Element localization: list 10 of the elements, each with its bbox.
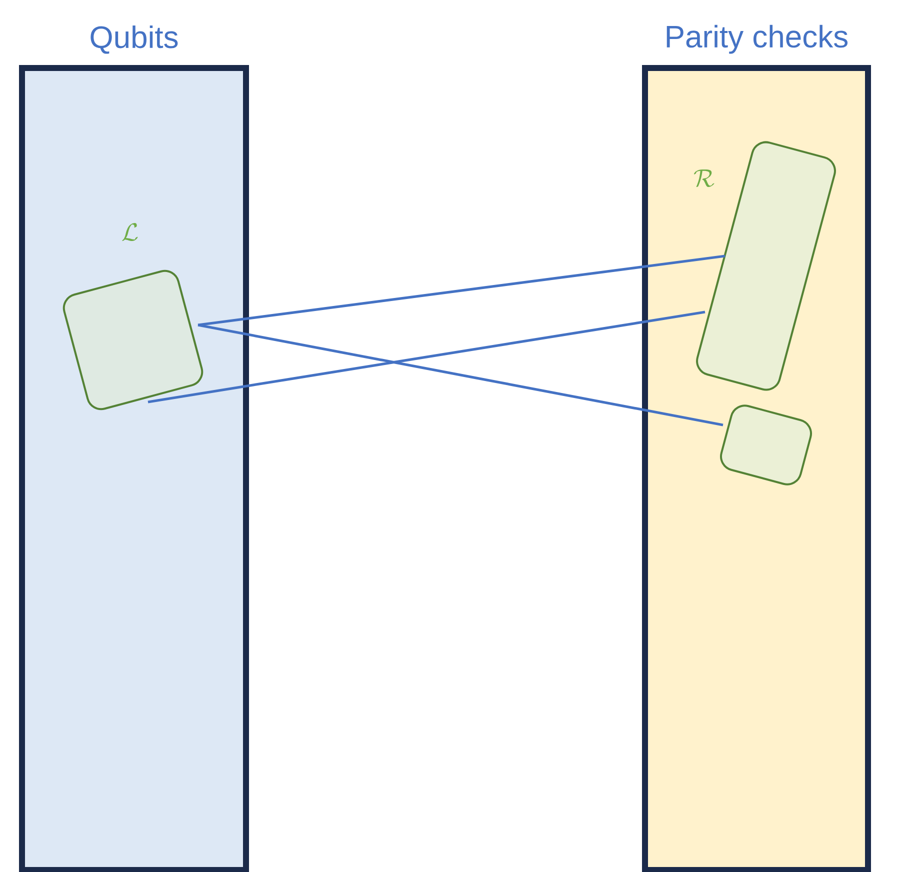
rounded-box (62, 270, 204, 410)
rounded-box (720, 404, 812, 486)
set-label: $\mathcal{R}$ (694, 170, 714, 188)
node-label: Parity checks (666, 24, 848, 54)
rounded-box (696, 141, 836, 391)
connector-line (198, 254, 726, 326)
set-label: $\mathcal{L}$ (122, 222, 138, 242)
connector-line (148, 310, 706, 404)
connector-line (198, 324, 724, 426)
node-label: Qubits (90, 25, 178, 54)
